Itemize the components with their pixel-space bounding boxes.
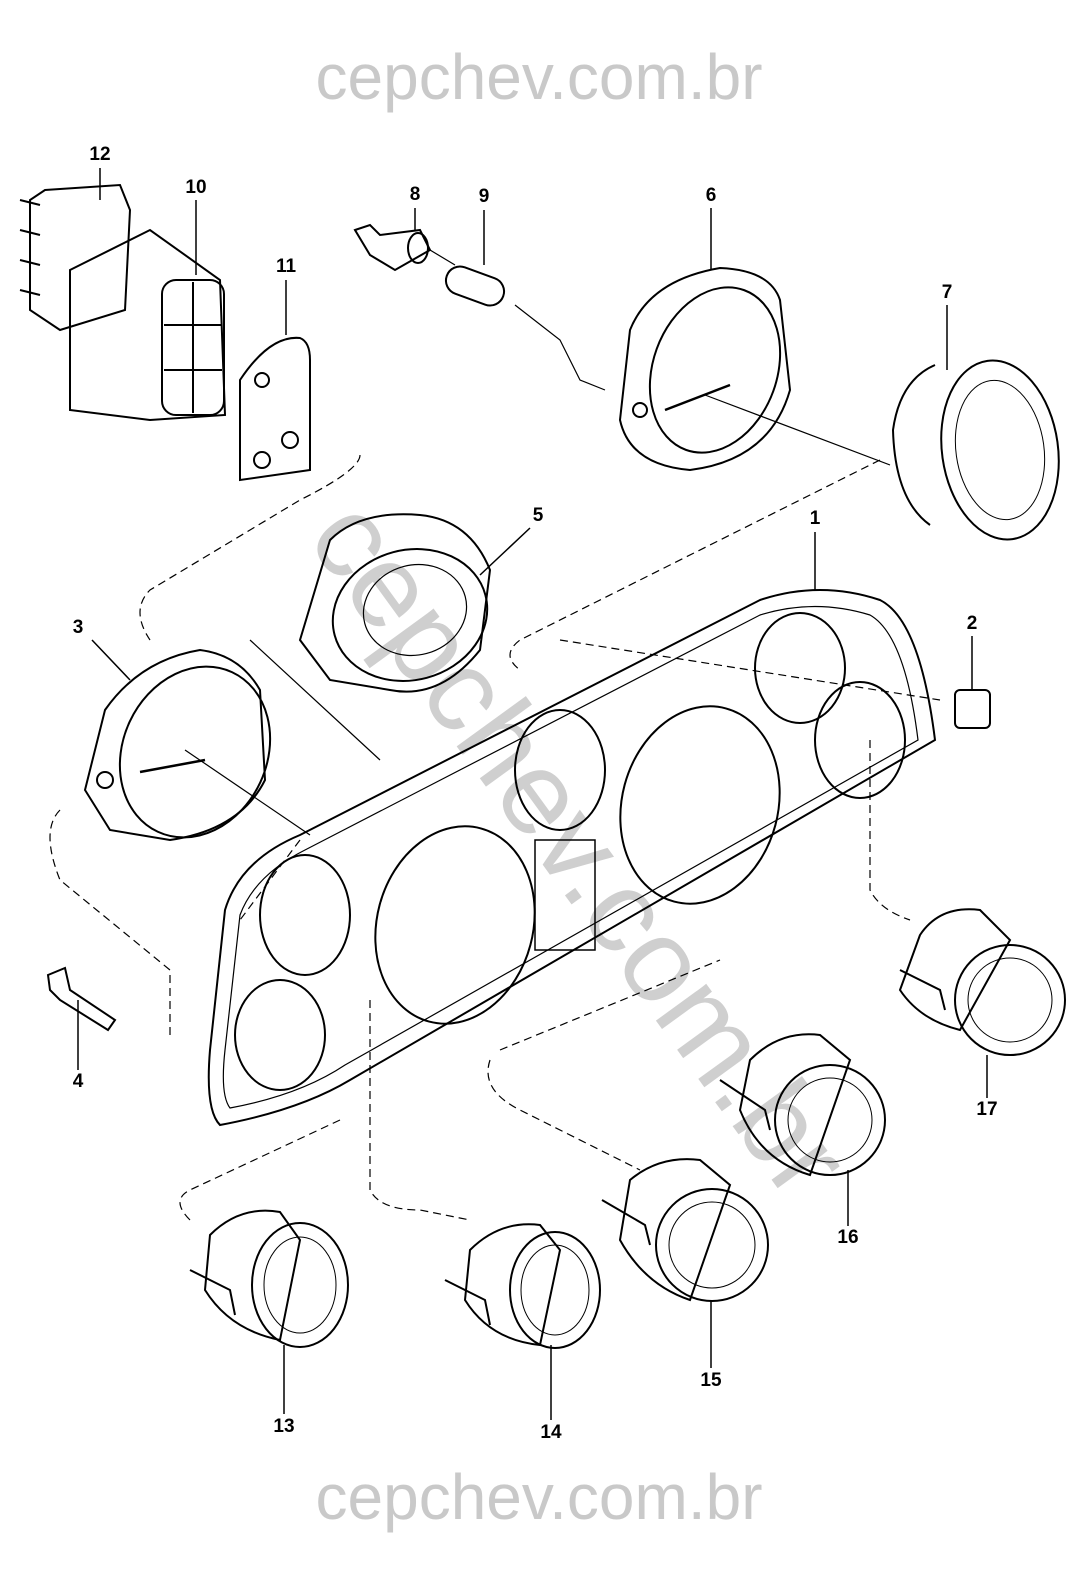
indicator-housing-part-10 xyxy=(69,228,227,422)
clip-part-2 xyxy=(954,689,991,729)
callout-15: 15 xyxy=(700,1370,722,1391)
leader-lines xyxy=(77,168,988,1420)
callout-10: 10 xyxy=(185,177,207,198)
callout-16: 16 xyxy=(837,1227,859,1248)
fuel-temp-gauge-part-5 xyxy=(298,513,492,693)
bulb-part-9 xyxy=(444,265,506,307)
bulb-socket-part-8 xyxy=(353,223,432,272)
callout-17: 17 xyxy=(976,1099,998,1120)
watermark-bottom: cepchev.com.br xyxy=(315,1461,763,1533)
callout-6: 6 xyxy=(705,185,717,206)
callout-3: 3 xyxy=(72,617,84,638)
callout-5: 5 xyxy=(532,505,544,526)
gauge-part-17 xyxy=(898,908,1066,1056)
callout-14: 14 xyxy=(540,1422,562,1443)
callout-7: 7 xyxy=(941,282,953,303)
watermark-top: cepchev.com.br xyxy=(315,41,763,113)
gauge-part-16 xyxy=(719,1033,886,1177)
assembly-lines xyxy=(49,454,941,1221)
callout-12: 12 xyxy=(89,144,111,165)
callout-11: 11 xyxy=(275,256,297,277)
callout-2: 2 xyxy=(966,613,978,634)
callout-9: 9 xyxy=(478,186,490,207)
tachometer-part-6 xyxy=(618,266,792,472)
gauge-part-13 xyxy=(189,1209,349,1348)
instrument-panel-part-1 xyxy=(207,589,937,1127)
gauge-part-15 xyxy=(601,1158,769,1302)
callout-8: 8 xyxy=(409,184,421,205)
callout-4: 4 xyxy=(72,1071,84,1092)
callout-13: 13 xyxy=(273,1416,295,1437)
clock-part-7 xyxy=(891,359,1060,541)
gauge-part-14 xyxy=(444,1223,601,1349)
connector-part-12 xyxy=(19,183,132,332)
speedometer-part-3 xyxy=(83,648,272,842)
indicator-lens-part-11 xyxy=(239,336,311,482)
callout-1: 1 xyxy=(809,508,821,529)
screw-part-4 xyxy=(46,966,117,1032)
